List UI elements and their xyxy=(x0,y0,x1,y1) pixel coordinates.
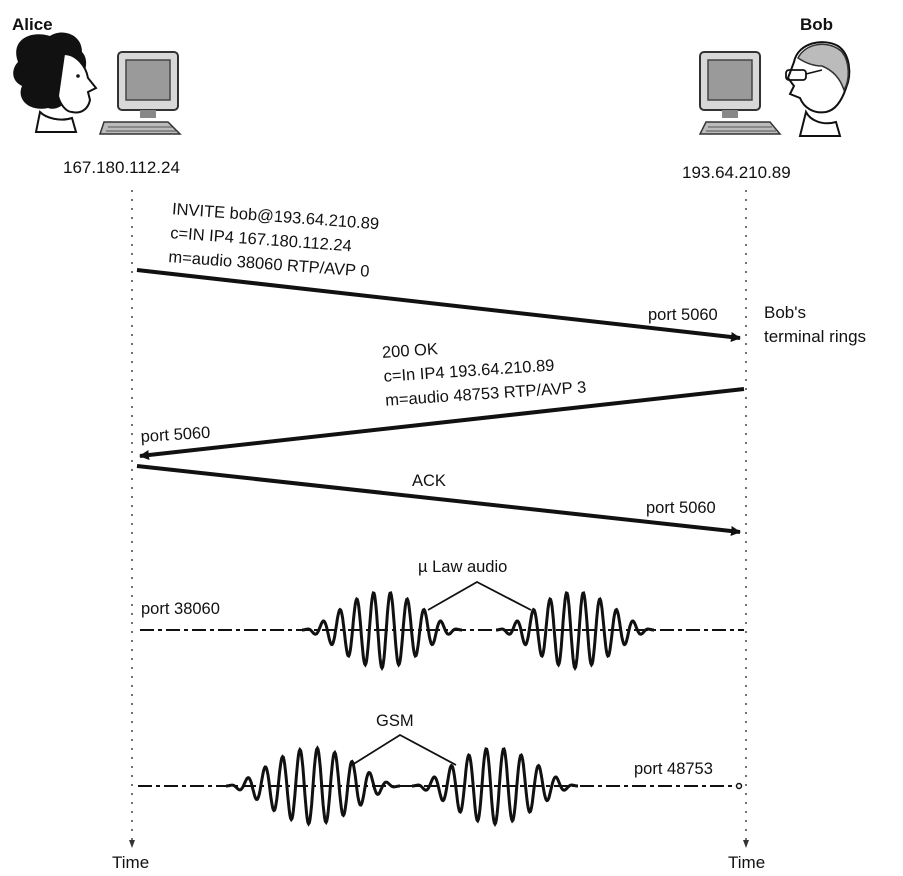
bob-name: Bob xyxy=(800,15,833,34)
bob-time-arrow xyxy=(743,840,749,848)
bob-person-icon xyxy=(785,41,851,137)
mulaw-waveform-1 xyxy=(302,591,462,671)
bob-note-line-1: Bob's xyxy=(764,303,806,322)
bob-note-line-2: terminal rings xyxy=(764,327,866,346)
gsm-waveform-1 xyxy=(226,745,400,827)
mulaw-waveform-2 xyxy=(496,591,654,671)
ok-line-1: 200 OK xyxy=(381,340,438,362)
gsm-waveform-2 xyxy=(412,747,578,827)
mulaw-port: port 38060 xyxy=(141,600,220,618)
ok-port: port 5060 xyxy=(140,424,211,446)
invite-arrow xyxy=(136,268,741,342)
ack-label: ACK xyxy=(412,472,446,490)
alice-time-label: Time xyxy=(112,853,149,872)
ok-arrow xyxy=(139,387,745,460)
alice-ip: 167.180.112.24 xyxy=(63,158,180,177)
bob-computer-icon xyxy=(698,51,782,135)
alice-time-arrow xyxy=(129,840,135,848)
invite-port: port 5060 xyxy=(648,306,718,324)
alice-person-icon xyxy=(13,32,98,133)
gsm-label-pointer xyxy=(351,733,457,766)
alice-computer-icon xyxy=(98,51,182,135)
ack-arrow xyxy=(136,464,741,536)
gsm-label: GSM xyxy=(376,712,414,730)
bob-time-label: Time xyxy=(728,853,765,872)
ack-port: port 5060 xyxy=(646,499,716,517)
gsm-end-marker xyxy=(735,782,743,790)
mulaw-label-pointer xyxy=(427,580,532,611)
gsm-port: port 48753 xyxy=(634,760,713,778)
alice-name: Alice xyxy=(12,15,53,34)
mulaw-label: µ Law audio xyxy=(418,558,507,576)
bob-ip: 193.64.210.89 xyxy=(682,163,791,182)
